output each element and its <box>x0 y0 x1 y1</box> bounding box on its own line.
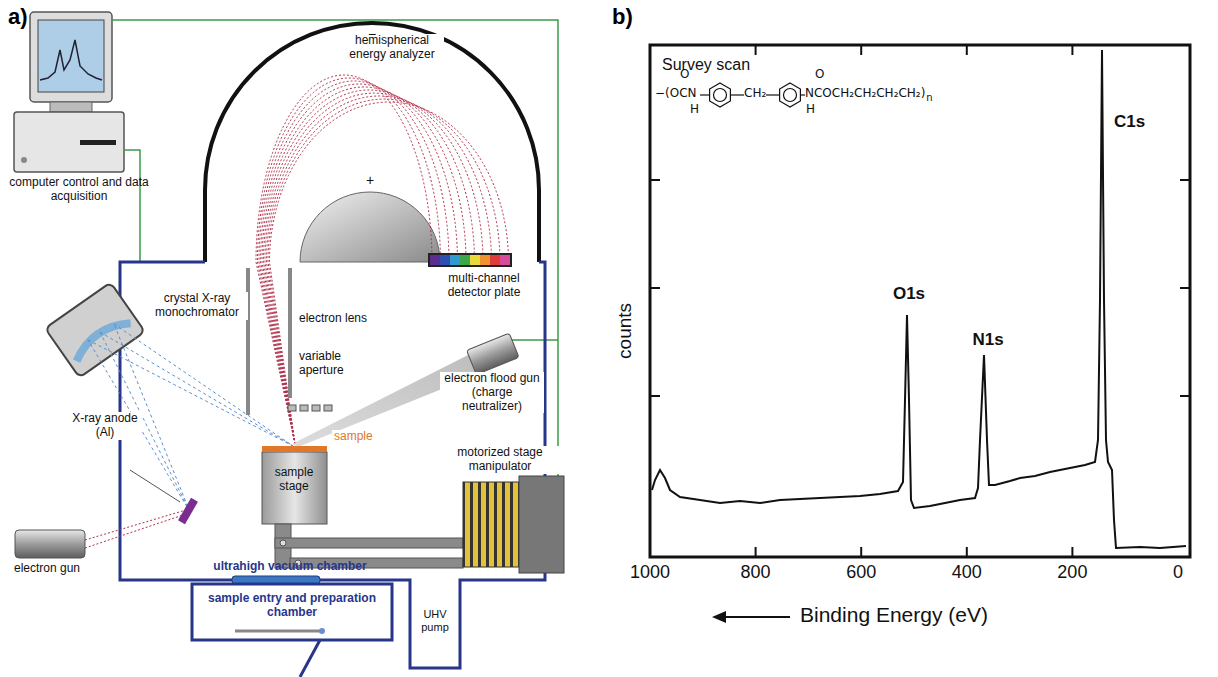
peak-label: O1s <box>887 284 931 304</box>
part-label: electron flood gun (charge neutralizer) <box>440 372 544 413</box>
panel-letter: a) <box>8 4 48 29</box>
part-label: X-ray anode (Al) <box>68 412 142 440</box>
part-label: crystal X-ray monochromator <box>146 292 248 320</box>
formula-text: CH₂ <box>744 87 766 99</box>
tick-label: 200 <box>1042 562 1102 583</box>
formula-text: H <box>690 103 699 115</box>
detector-plate <box>428 253 512 267</box>
axis-title: Binding Energy (eV) <box>800 603 1040 627</box>
formula-text: H <box>806 103 815 115</box>
chamber-label: ultrahigh vacuum chamber <box>175 560 405 574</box>
polarity-sign: − <box>362 26 382 42</box>
part-label: motorized stage manipulator <box>436 446 564 474</box>
tick-label: 400 <box>937 562 997 583</box>
part-label: sample <box>332 430 396 444</box>
formula-text: O <box>680 68 689 80</box>
bellows <box>463 482 519 567</box>
flood-gun <box>467 333 519 374</box>
electron-lens-tube <box>248 268 290 415</box>
spectrum-line <box>652 50 1186 548</box>
part-label: hemispherical energy analyzer <box>340 34 444 62</box>
energy-arrow <box>712 611 790 623</box>
tick-label: 800 <box>726 562 786 583</box>
control-wire <box>112 20 562 480</box>
axis-title: counts <box>614 291 636 371</box>
part-label: variable aperture <box>297 350 381 378</box>
tick-label: 0 <box>1158 562 1198 583</box>
part-label: multi-channel detector plate <box>428 272 540 300</box>
formula-text: n <box>926 93 932 103</box>
sample-stage <box>262 452 327 524</box>
axis-ticks <box>650 45 1190 557</box>
chamber-label: sample entry and preparation chamber <box>196 592 388 620</box>
aperture-blade <box>288 405 332 411</box>
entry-chamber <box>192 584 392 640</box>
formula-text: −(OCN <box>655 87 697 99</box>
part-label: sample stage <box>264 466 324 494</box>
formula-structure <box>700 83 805 107</box>
tick-label: 600 <box>831 562 891 583</box>
panel-letter: b) <box>612 4 652 29</box>
tick-label: 1000 <box>620 562 680 583</box>
x-ray-anode <box>178 498 198 525</box>
electron-gun <box>15 530 85 558</box>
electron-beam <box>85 510 186 548</box>
transfer-rod <box>235 630 320 633</box>
polarity-sign: + <box>360 172 380 188</box>
entry-line <box>300 640 320 677</box>
analyzer-inner-hemisphere <box>300 192 440 262</box>
formula-text: O <box>815 68 824 80</box>
computer <box>14 12 124 172</box>
monochromator <box>45 282 145 377</box>
peak-label: C1s <box>1114 112 1174 132</box>
part-label: electron gun <box>12 562 116 576</box>
manipulator-motor <box>519 476 564 573</box>
part-label: UHV pump <box>412 608 458 633</box>
chart-frame <box>650 45 1190 557</box>
part-label: electron lens <box>297 312 391 326</box>
peak-label: N1s <box>966 330 1010 350</box>
sample-layer <box>262 446 327 452</box>
valve <box>319 628 325 634</box>
leader-line <box>130 470 180 502</box>
part-label: computer control and data acquisition <box>4 176 154 204</box>
formula-text: NCOCH₂CH₂CH₂CH₂) <box>805 87 925 99</box>
